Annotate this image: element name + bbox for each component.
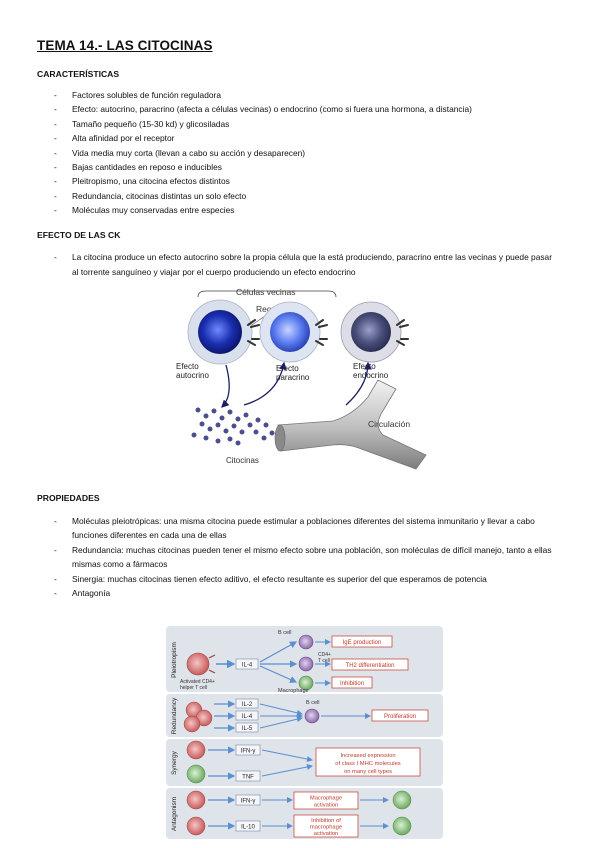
list-item: -Alta afinidad por el receptor xyxy=(54,133,175,144)
b-cell-label-mid: B cell xyxy=(306,700,319,706)
circulacion-label: Circulación xyxy=(368,419,410,429)
list-item: -Redundancia, citocinas distintas un sol… xyxy=(54,190,247,201)
list-item: -Bajas cantidades en reposo e inducibles xyxy=(54,162,222,173)
activated-label-1: Activated CD4+ xyxy=(180,679,215,685)
mhc-label-2: of class I MHC molecules xyxy=(335,761,400,767)
efecto-endocrino-label-2: endocrino xyxy=(353,371,389,380)
section-heading-efecto: EFECTO DE LAS CK xyxy=(37,230,121,240)
inh-label-3: activation xyxy=(314,831,339,837)
activated-label-2: helper T cell xyxy=(180,685,207,691)
cytokine-dots xyxy=(191,407,275,446)
list-item: -Moléculas pleiotrópicas: una misma cito… xyxy=(54,516,535,541)
il5-label: IL-5 xyxy=(242,726,253,732)
b-cell-top xyxy=(298,634,314,650)
efecto-paracrino-label-2: paracrino xyxy=(276,373,310,382)
efecto-autocrino-label-2: autocrino xyxy=(176,371,209,380)
panel-redundancy xyxy=(166,694,443,737)
ifn-label-b: IFN-γ xyxy=(241,799,256,805)
il4-label-a: IL-4 xyxy=(242,663,253,669)
mac-act-label-2: activation xyxy=(314,803,339,809)
proliferation-label: Proliferation xyxy=(384,714,416,720)
macrophage-cell xyxy=(298,675,314,691)
antagonism-t-cell-1 xyxy=(186,790,206,810)
antagonism-macrophage-1 xyxy=(392,790,412,810)
autocrine-cell xyxy=(187,299,260,365)
list-item: -La citocina produce un efecto autocrino… xyxy=(54,252,553,277)
tnf-label: TNF xyxy=(242,775,254,781)
list-item: -Pleitropismo, una citocina efectos dist… xyxy=(54,176,230,187)
antagonism-t-cell-2 xyxy=(186,816,206,836)
list-item: -Sinergia: muchas citocinas tienen efect… xyxy=(54,573,487,584)
section-heading-propiedades: PROPIEDADES xyxy=(37,493,100,503)
cytokine-effects-figure: Células vecinas Receptor Efecto autocrin… xyxy=(176,287,427,470)
inh-label-1: Inhibition of xyxy=(311,818,341,824)
efecto-list: -La citocina produce un efecto autocrino… xyxy=(0,250,599,279)
list-item: -Efecto: autocrino, paracrino (afecta a … xyxy=(54,104,472,115)
cytokine-properties-figure: Pleiotropism Redundancy Synergy Antagoni… xyxy=(166,626,443,839)
il2-label: IL-2 xyxy=(242,702,253,708)
helper-t-cell xyxy=(186,652,216,676)
list-item: -Antagonía xyxy=(54,588,111,599)
il10-label: IL-10 xyxy=(241,825,255,831)
list-item: -Redundancia: muchas citocinas pueden te… xyxy=(54,544,552,570)
ifn-label-a: IFN-γ xyxy=(241,749,256,755)
endocrine-cell xyxy=(340,301,409,363)
t-cell xyxy=(298,656,314,672)
celulas-vecinas-label: Células vecinas xyxy=(236,287,296,297)
il4-label-b: IL-4 xyxy=(242,714,253,720)
b-cell-label-top: B cell xyxy=(278,630,291,636)
mac-act-label-1: Macrophage xyxy=(310,796,342,802)
list-item: -Factores solubles de función reguladora xyxy=(54,90,221,100)
synergy-macrophage xyxy=(186,764,206,784)
inhibition-label: Inhibition xyxy=(340,681,364,687)
mhc-label-1: Increased expression xyxy=(340,753,395,759)
list-item: -Moléculas muy conservadas entre especie… xyxy=(54,205,235,216)
inh-label-2: macrophage xyxy=(310,825,342,831)
caracteristicas-list: -Factores solubles de función reguladora… xyxy=(0,88,599,218)
macrophage-label: Macrophage xyxy=(278,688,309,694)
list-item: -Vida media muy corta (llevan a cabo su … xyxy=(54,147,306,158)
efecto-paracrino-label-1: Efecto xyxy=(276,364,299,373)
citocinas-label: Citocinas xyxy=(226,456,259,465)
paracrine-cell xyxy=(259,301,328,363)
mhc-label-3: on many cell types xyxy=(344,769,392,775)
row-label-synergy: Synergy xyxy=(171,750,178,775)
list-item: -Tamaño pequeño (15-30 kd) y glicosilada… xyxy=(54,118,230,129)
th2-differentiation-label: TH2 differentiation xyxy=(346,663,395,669)
page-title: TEMA 14.- LAS CITOCINAS xyxy=(37,38,213,53)
efecto-endocrino-label-1: Efecto xyxy=(353,362,376,371)
section-heading-caracteristicas: CARACTERÍSTICAS xyxy=(37,69,120,79)
blood-vessel xyxy=(274,379,427,470)
propiedades-list: -Moléculas pleiotrópicas: una misma cito… xyxy=(0,514,599,600)
row-label-pleiotropism: Pleiotropism xyxy=(171,642,178,678)
ige-production-label: IgE production xyxy=(343,640,382,646)
antagonism-macrophage-2 xyxy=(392,816,412,836)
row-label-redundancy: Redundancy xyxy=(171,697,178,734)
b-cell-mid xyxy=(304,708,320,724)
efecto-autocrino-label-1: Efecto xyxy=(176,362,199,371)
redundancy-t-cells xyxy=(183,701,213,733)
synergy-t-cell xyxy=(186,740,206,760)
t-cell-label: T cell xyxy=(318,658,330,664)
cd4-label: CD4+ xyxy=(318,652,331,658)
row-label-antagonism: Antagonism xyxy=(171,797,178,831)
